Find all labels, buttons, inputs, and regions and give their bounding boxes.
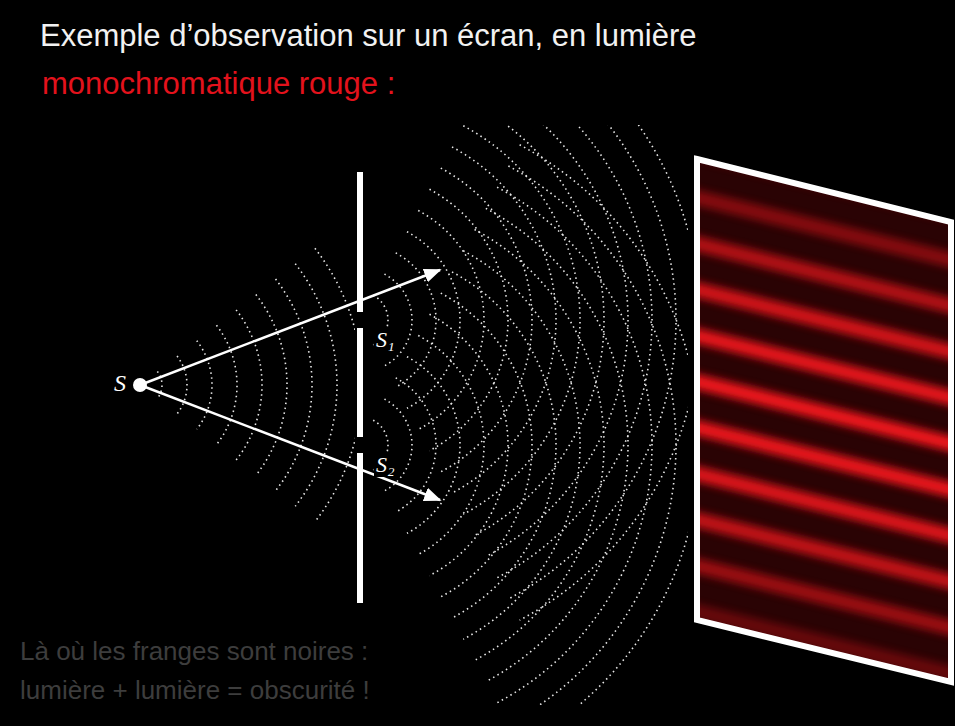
barrier-segment — [357, 328, 363, 437]
wavefront — [429, 189, 508, 450]
barrier-segment — [357, 453, 363, 603]
slit-label: S₂ — [374, 452, 397, 477]
source-label: S — [112, 370, 128, 398]
wavefront — [197, 341, 212, 430]
wavefront — [486, 208, 628, 681]
source-label-holder: S — [112, 370, 128, 398]
note-holder: Là où les franges sont noires : lumière … — [18, 632, 462, 710]
wavefront — [295, 264, 337, 507]
ray-arrow — [140, 385, 440, 500]
slit-label: S₁ — [374, 327, 397, 352]
wavefront — [407, 357, 460, 534]
wavefront — [441, 168, 532, 472]
wavefront — [452, 272, 556, 618]
wavefront — [520, 125, 688, 620]
wavefront — [216, 325, 237, 444]
slit-wavefronts — [373, 125, 688, 705]
bright-fringe — [690, 104, 955, 170]
wavefront — [508, 166, 676, 705]
wavefront — [407, 232, 460, 409]
slit-label-holder: S₁ — [374, 327, 397, 352]
title: Exemple d’observation sur un écran, en l… — [40, 18, 697, 54]
subtitle-holder: monochromatique rouge : — [40, 66, 397, 102]
source-wavefronts — [157, 248, 355, 521]
wavefront — [508, 125, 676, 599]
wavefront — [276, 279, 312, 491]
wavefront — [418, 336, 484, 555]
title-holder: Exemple d’observation sur un écran, en l… — [40, 18, 697, 54]
screen-frame — [697, 159, 951, 682]
wavefront — [452, 147, 556, 493]
wavefront — [418, 211, 484, 430]
subtitle: monochromatique rouge : — [40, 66, 397, 102]
fringes — [690, 58, 955, 726]
wavefront — [497, 125, 652, 578]
slit-label-holder: S₂ — [374, 452, 397, 477]
bright-fringe — [690, 702, 955, 726]
barrier — [360, 172, 361, 603]
wavefront — [177, 356, 187, 414]
wavefront — [463, 251, 580, 639]
wavefront — [256, 294, 287, 475]
wavefront — [236, 310, 262, 460]
wavefront — [497, 187, 652, 703]
note: Là où les franges sont noires : lumière … — [18, 632, 462, 710]
wavefront — [429, 314, 508, 575]
barrier-segment — [357, 172, 363, 312]
bright-fringe — [690, 656, 955, 722]
bright-fringe — [690, 610, 955, 676]
wavefront — [441, 293, 532, 597]
wavefront — [475, 230, 604, 661]
bright-fringe — [690, 58, 955, 124]
wavefront — [475, 125, 604, 535]
wavefront — [463, 126, 580, 514]
wavefront — [315, 248, 355, 521]
ray-arrow — [140, 270, 440, 385]
wavefront — [486, 125, 628, 557]
screen — [690, 58, 955, 726]
source-point — [133, 378, 147, 392]
wavefront — [520, 145, 688, 705]
